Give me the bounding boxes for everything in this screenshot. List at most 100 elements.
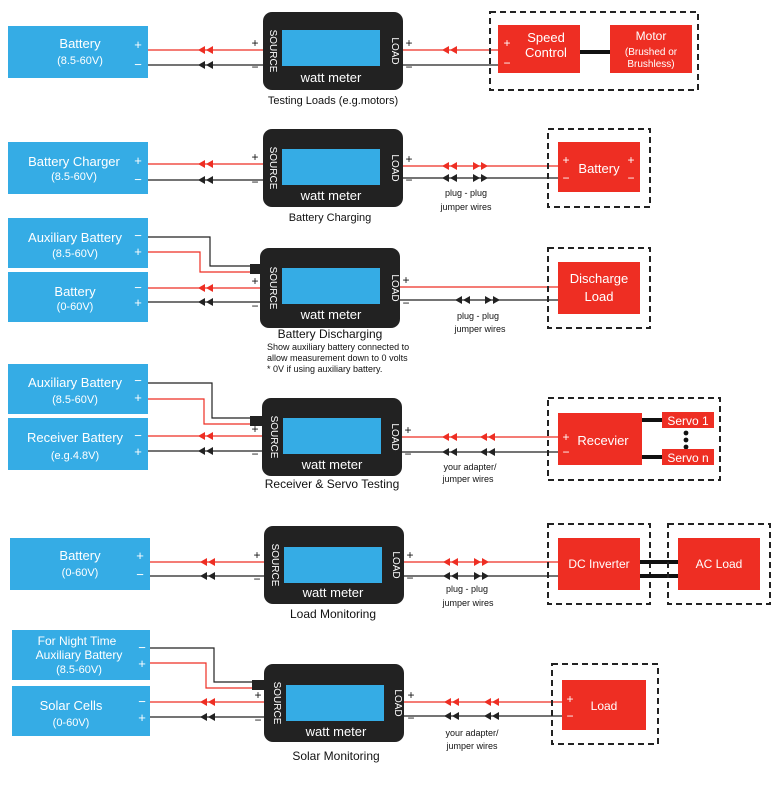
source-side-label: SOURCE [267,147,278,190]
arrows-load [443,558,489,580]
load-plus: + [407,688,414,702]
adapter-note-line1: your adapter/ [443,462,497,472]
watt-meter-screen [282,268,380,304]
aux-wire-pos [150,662,258,689]
source-plus: + [251,422,258,436]
load-plus: + [406,548,413,562]
night-battery-line1: For Night Time [38,634,117,648]
jumper-note-line1: plug - plug [457,311,499,321]
receiver-battery-minus: − [134,428,142,443]
aux-wire-pos [148,251,256,273]
solar-minus: − [138,694,146,709]
arrows-load [442,162,488,182]
receiver-battery-range: (e.g.4.8V) [51,450,99,462]
source-minus: − [253,572,260,586]
adapter-note-line2: jumper wires [441,474,494,484]
battery-minus: − [134,280,142,295]
load-side-label: LOAD [390,551,401,578]
battery-minus: − [136,567,144,582]
load-side-label: LOAD [389,423,400,450]
battery-plus: + [136,548,144,563]
watt-meter-label: watt meter [302,585,364,600]
battery-minus: − [134,57,142,72]
source-minus: − [251,60,258,74]
arrows-source [198,284,213,306]
jumper-note-line2: jumper wires [453,324,506,334]
dc-inverter-box [558,538,640,590]
arrows-source [200,698,215,721]
load-dashed-frame [489,11,699,91]
speed-control-label: Speed Control [525,30,567,60]
discharge-load-line2: Load [585,289,614,304]
watt-meter-screen [282,30,380,66]
aux-battery-range: (8.5-60V) [52,394,98,406]
load-plus: + [405,36,412,50]
watt-meter-label: watt meter [300,188,362,203]
load-dashed-frame [547,128,651,208]
aux-battery-minus: − [134,228,142,243]
source-side-label: SOURCE [268,416,279,459]
battery-load-label: Battery [578,161,620,176]
load-dashed-frame [547,247,651,329]
load-side-label: LOAD [389,154,400,181]
aux-wire-neg [148,236,256,267]
motor-box [610,25,692,73]
battery-load-plus-right: + [627,153,634,167]
aux-connector [252,680,266,690]
motor-sub1: (Brushed or [625,47,678,58]
section-receiver-servo: Auxiliary Battery (8.5-60V) − + Receiver… [8,364,721,491]
receiver-battery-box [8,418,148,470]
jumper-note-line2: jumper wires [441,598,494,608]
servo-dot [683,430,689,436]
source-side-label: SOURCE [267,267,278,310]
battery-box [8,26,148,78]
battery-name: Battery [59,36,101,51]
load-minus: − [406,571,413,585]
battery-plus: + [134,37,142,52]
source-plus: + [251,274,258,288]
battery-load-box [558,142,640,192]
load-minus: − [405,60,412,74]
solar-plus: + [138,710,146,725]
battery-load-plus: + [562,153,569,167]
source-side-label: SOURCE [267,30,278,73]
night-battery-plus: + [138,656,146,671]
section-battery-discharging: Auxiliary Battery (8.5-60V) − + Battery … [8,218,651,374]
aux-battery-plus: + [134,244,142,259]
load-minus: − [407,711,414,725]
speed-control-plus: + [503,36,510,50]
aux-battery-minus: − [134,373,142,388]
ac-dashed-frame [667,523,771,605]
charger-range: (8.5-60V) [51,171,97,183]
watt-meter-screen [286,685,384,721]
source-side-label: SOURCE [271,682,282,725]
arrows-source [198,46,213,69]
load-side-label: LOAD [389,274,400,301]
speed-control-box [498,25,580,73]
jumper-note-line1: plug - plug [446,584,488,594]
servo-1-box [662,412,714,428]
motor-sub2: Brushless) [627,59,674,70]
servo-n-label: Servo n [667,451,708,465]
adapter-note-line2: jumper wires [445,741,498,751]
battery-plus: + [134,295,142,310]
watt-meter-label: watt meter [305,724,367,739]
charger-name: Battery Charger [28,154,120,169]
aux-wire-pos [148,398,256,425]
source-minus: − [254,713,261,727]
aux-battery-name: Auxiliary Battery [28,230,122,245]
solar-name: Solar Cells [40,698,103,713]
arrows-load [444,698,499,720]
charger-minus: − [134,172,142,187]
load-plus: + [402,273,409,287]
receiver-battery-plus: + [134,444,142,459]
aux-connector [250,416,264,426]
section-battery-charging: Battery Charger (8.5-60V) + − + − watt m… [8,128,651,224]
servo-dot [683,437,689,443]
caption: Battery Charging [289,212,372,224]
charger-plus: + [134,153,142,168]
solar-box [12,686,150,736]
charger-box [8,142,148,194]
aux-connector [250,264,264,274]
